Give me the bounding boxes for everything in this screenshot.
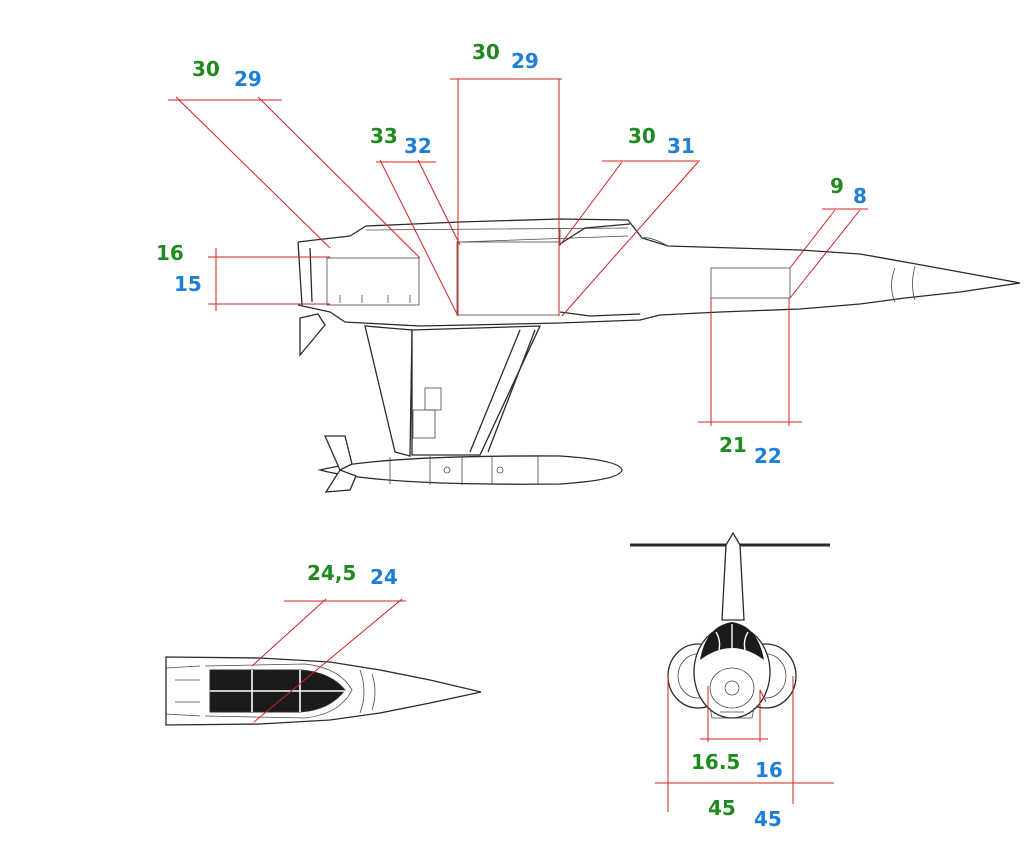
dim-line <box>759 689 767 703</box>
side-pylon-detail-2 <box>412 409 436 439</box>
dim-intake-blue: 32 <box>404 134 432 158</box>
side-drop-tank <box>319 455 623 485</box>
front-gear <box>709 707 755 719</box>
front-fin <box>721 531 745 621</box>
side-nozzle <box>297 241 313 306</box>
side-fuselage-upper <box>297 218 1021 284</box>
side-canopy <box>641 237 669 247</box>
front-view-aircraft <box>630 531 830 719</box>
top-view-aircraft <box>165 656 482 726</box>
top-view-labels: 24,5 24 <box>307 561 398 589</box>
dim-line <box>789 209 861 299</box>
dim-line <box>379 159 459 317</box>
side-tank-fins <box>324 435 357 493</box>
dim-mid-right-green: 30 <box>628 124 656 148</box>
side-nose-panel-box <box>710 267 791 299</box>
side-view-labels: 30 29 30 29 33 32 30 31 9 8 16 15 21 22 <box>156 40 867 468</box>
side-vents <box>339 295 411 303</box>
dim-top-left-green: 30 <box>192 57 220 81</box>
dim-height-green: 16 <box>156 241 184 265</box>
dim-outer-green: 45 <box>708 796 736 820</box>
side-rear-fin <box>299 313 326 357</box>
side-intake <box>559 223 641 317</box>
dim-height-blue: 15 <box>174 272 202 296</box>
dim-top-left-blue: 29 <box>234 67 262 91</box>
top-panel-lines <box>165 665 376 717</box>
side-nose-panel <box>891 265 916 303</box>
side-tank-bands <box>389 456 539 485</box>
dim-bottom-blue: 22 <box>754 444 782 468</box>
dim-canopy-green: 24,5 <box>307 561 356 585</box>
dim-line <box>253 598 403 723</box>
dim-line <box>251 598 327 667</box>
dim-line <box>257 96 421 259</box>
dim-inner-green: 16.5 <box>691 750 740 774</box>
dim-intake-green: 33 <box>370 124 398 148</box>
front-canopy-frame <box>715 624 749 655</box>
dim-inner-blue: 16 <box>755 758 783 782</box>
front-radome <box>709 667 755 709</box>
front-view-dimensions <box>655 676 834 812</box>
side-fuselage-lower <box>297 282 1021 327</box>
front-nose-tip <box>724 680 740 696</box>
dim-mid-right-blue: 31 <box>667 134 695 158</box>
side-view-aircraft <box>297 218 1021 493</box>
side-pylon-strut <box>469 329 536 453</box>
top-canopy-rim <box>204 663 353 719</box>
dim-nose-green: 9 <box>830 174 844 198</box>
side-rear-panel <box>326 257 420 306</box>
dim-line <box>561 161 699 317</box>
front-view-labels: 16.5 16 45 45 <box>691 750 783 831</box>
top-view-dimensions <box>251 598 406 723</box>
dim-canopy-blue: 24 <box>370 565 398 589</box>
dim-line <box>175 96 331 249</box>
dim-line <box>789 209 836 269</box>
side-center-panel <box>456 241 560 316</box>
dim-line <box>559 161 623 246</box>
dim-outer-blue: 45 <box>754 807 782 831</box>
dim-bottom-green: 21 <box>719 433 747 457</box>
dim-line <box>417 159 461 246</box>
side-ventral-fin <box>364 325 413 457</box>
side-tank-rivet-1 <box>443 466 451 474</box>
top-canopy-frames <box>210 670 345 712</box>
dim-top-center-green: 30 <box>472 40 500 64</box>
side-view-dimensions <box>168 78 868 426</box>
dim-nose-blue: 8 <box>853 184 867 208</box>
side-tank-rivet-2 <box>496 466 504 474</box>
dim-top-center-blue: 29 <box>511 49 539 73</box>
